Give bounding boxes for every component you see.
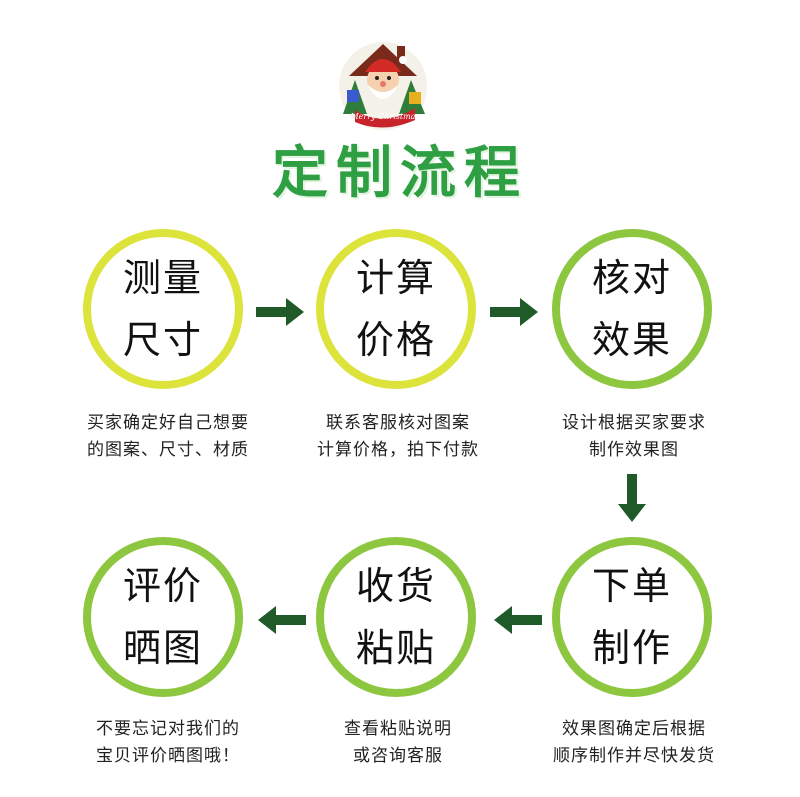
arrow-left-icon bbox=[258, 606, 306, 634]
step-label-line1: 评价 bbox=[122, 564, 203, 608]
step-label-line2: 制作 bbox=[591, 626, 672, 670]
step-label-line2: 晒图 bbox=[122, 626, 203, 670]
step-receive-circle: 收货 粘贴 bbox=[316, 537, 476, 697]
step-label-line1: 下单 bbox=[591, 564, 672, 608]
step-label-line2: 尺寸 bbox=[122, 318, 203, 362]
step-measure-circle: 测量 尺寸 bbox=[83, 229, 243, 389]
step-label-line1: 收货 bbox=[355, 564, 436, 608]
description-line: 查看粘贴说明 bbox=[344, 719, 452, 739]
page-title: 定制流程 bbox=[272, 141, 528, 206]
description-line: 买家确定好自己想要 bbox=[87, 413, 249, 433]
step-receive-description: 查看粘贴说明 或咨询客服 bbox=[288, 716, 508, 770]
step-label-line1: 测量 bbox=[122, 256, 203, 300]
logo-text: Merry Christmas bbox=[349, 112, 419, 121]
step-measure-description: 买家确定好自己想要 的图案、尺寸、材质 bbox=[58, 410, 278, 464]
description-line: 顺序制作并尽快发货 bbox=[553, 746, 715, 766]
arrow-left-icon bbox=[494, 606, 542, 634]
description-line: 制作效果图 bbox=[589, 440, 679, 460]
step-check-circle: 核对 效果 bbox=[552, 229, 712, 389]
description-line: 设计根据买家要求 bbox=[562, 413, 706, 433]
description-line: 不要忘记对我们的 bbox=[96, 719, 240, 739]
santa-christmas-logo-icon: Merry Christmas bbox=[339, 42, 427, 130]
arrow-right-icon bbox=[490, 298, 538, 326]
step-check-description: 设计根据买家要求 制作效果图 bbox=[524, 410, 744, 464]
step-label-line1: 计算 bbox=[355, 256, 436, 300]
step-label-line2: 价格 bbox=[355, 318, 436, 362]
arrow-right-icon bbox=[256, 298, 304, 326]
description-line: 计算价格，拍下付款 bbox=[317, 440, 479, 460]
description-line: 联系客服核对图案 bbox=[326, 413, 470, 433]
step-label-line2: 粘贴 bbox=[355, 626, 436, 670]
description-line: 宝贝评价晒图哦！ bbox=[96, 746, 240, 766]
arrow-down-icon bbox=[618, 474, 646, 522]
step-price-description: 联系客服核对图案 计算价格，拍下付款 bbox=[288, 410, 508, 464]
step-label-line1: 核对 bbox=[591, 256, 672, 300]
step-order-circle: 下单 制作 bbox=[552, 537, 712, 697]
step-order-description: 效果图确定后根据 顺序制作并尽快发货 bbox=[524, 716, 744, 770]
description-line: 效果图确定后根据 bbox=[562, 719, 706, 739]
step-review-circle: 评价 晒图 bbox=[83, 537, 243, 697]
step-price-circle: 计算 价格 bbox=[316, 229, 476, 389]
description-line: 或咨询客服 bbox=[353, 746, 443, 766]
description-line: 的图案、尺寸、材质 bbox=[87, 440, 249, 460]
step-review-description: 不要忘记对我们的 宝贝评价晒图哦！ bbox=[58, 716, 278, 770]
step-label-line2: 效果 bbox=[591, 318, 672, 362]
